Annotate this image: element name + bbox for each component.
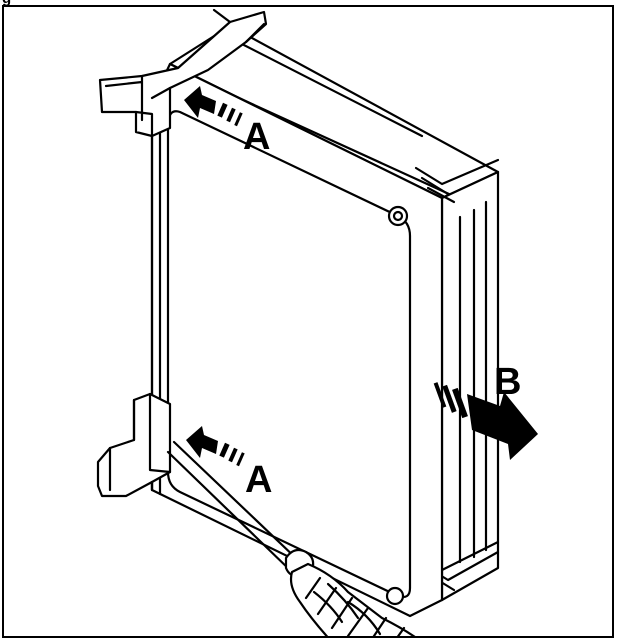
callout-a-bottom: A (245, 459, 272, 501)
screwdriver-handle-grip (312, 582, 382, 636)
mounting-bracket-top (98, 8, 268, 138)
callout-a-top: A (243, 116, 270, 158)
enclosure-housing (150, 24, 500, 618)
arrow-a-bottom-bar-3 (236, 452, 245, 467)
arrow-a-top-bar-1 (217, 102, 228, 118)
housing-screw-bottom-right (385, 586, 405, 606)
arrow-b-body (467, 392, 538, 460)
screwdriver (166, 440, 416, 636)
screwdriver-shaft-1 (172, 440, 302, 564)
screwdriver-shaft-2 (166, 450, 294, 574)
bracket-top-arm-detail (104, 74, 172, 138)
enclosure-removal-illustration: A A B (96, 8, 538, 636)
arrow-a-top-bar-2 (226, 107, 236, 123)
screwdriver-handle (289, 562, 416, 636)
arrow-a-top-bar-3 (234, 112, 243, 127)
mounting-bracket-bottom (96, 392, 172, 498)
figure-frame: A A B (2, 5, 614, 638)
arrow-a-bottom (186, 426, 245, 467)
housing-upper-band (414, 158, 500, 204)
callout-b: B (494, 361, 521, 403)
arrow-b-bar-1 (433, 382, 447, 408)
figure-caption-fragment: g (2, 0, 11, 6)
bracket-bottom-arm-detail (108, 392, 172, 492)
arrow-a-bottom-bar-1 (219, 442, 230, 458)
figure-caption-strip: g (0, 0, 618, 6)
bracket-top-flange (212, 8, 266, 44)
arrow-b-bar-2 (442, 384, 457, 413)
screwdriver-handle-ribs (304, 576, 406, 636)
arrow-a-bottom-head (186, 426, 218, 458)
arrow-a-top (184, 86, 243, 127)
arrow-b-bar-3 (452, 387, 468, 419)
arrow-a-bottom-bar-2 (228, 447, 238, 463)
arrow-a-top-head (184, 86, 216, 118)
housing-right-face (440, 170, 500, 602)
arrow-b (433, 382, 538, 460)
housing-top-rim-line (236, 40, 424, 138)
housing-screw-top-right-inner (392, 210, 404, 222)
